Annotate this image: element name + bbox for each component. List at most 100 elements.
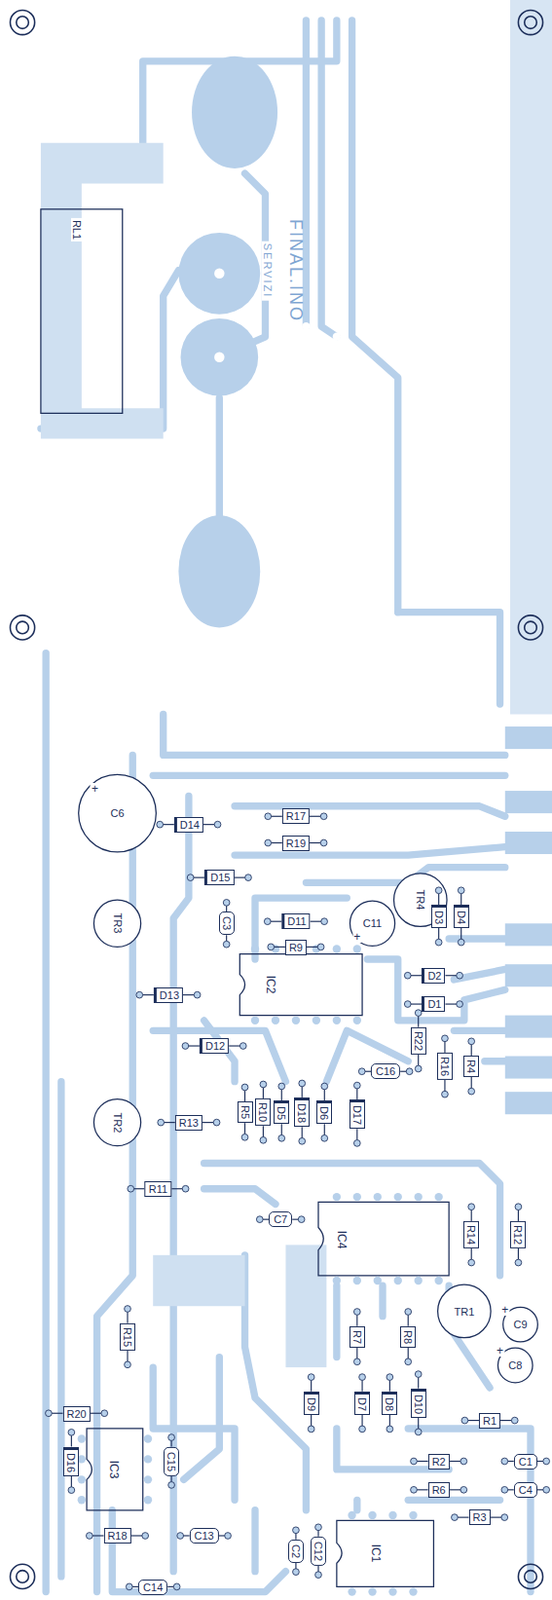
component-lead — [468, 1037, 476, 1045]
component-lead — [407, 1314, 409, 1326]
component-lead — [468, 1419, 480, 1421]
resistor-symbol: R8 — [400, 1325, 416, 1348]
component-lead — [321, 1082, 329, 1090]
component-lead — [353, 1081, 361, 1089]
component-lead — [435, 886, 442, 894]
resistor-symbol: R22 — [410, 1027, 427, 1055]
part-name: TR1 — [451, 1305, 477, 1318]
resistor-symbol: R1 — [478, 1412, 501, 1429]
component-lead — [278, 1134, 286, 1141]
component-lead — [457, 886, 465, 894]
component-lead — [233, 877, 246, 879]
component-lead — [219, 1534, 225, 1536]
component-lead — [389, 1379, 391, 1392]
component-lead — [193, 877, 206, 879]
capacitor-symbol: C12 — [310, 1536, 327, 1566]
component-lead — [511, 1416, 518, 1424]
component-lead — [168, 1434, 176, 1441]
component-lead — [170, 1439, 172, 1446]
component-lead — [460, 1485, 468, 1493]
component-lead — [515, 1258, 522, 1266]
component-lead — [449, 1460, 462, 1462]
resistor-symbol: R16 — [437, 1052, 453, 1080]
component-lead — [92, 1534, 105, 1536]
component-lead — [51, 1412, 64, 1414]
component-lead — [468, 1203, 476, 1211]
component-lead — [270, 842, 283, 844]
component-lead — [293, 1568, 300, 1576]
resistor-symbol: R20 — [63, 1405, 91, 1422]
component-lead — [124, 1361, 132, 1368]
resistor-symbol: R15 — [119, 1323, 136, 1351]
component-lead — [263, 918, 271, 925]
polarity-mark: + — [495, 1344, 505, 1357]
board-logo: SERVIZI — [261, 240, 274, 300]
component-lead — [361, 1414, 363, 1427]
component-lead — [298, 1079, 306, 1087]
component-lead — [273, 946, 286, 948]
component-lead — [267, 943, 275, 951]
component-lead — [315, 1523, 323, 1531]
component-lead — [438, 927, 440, 940]
diode-symbol: D8 — [381, 1391, 398, 1415]
component-lead — [281, 1123, 283, 1136]
component-lead — [449, 1488, 462, 1490]
component-lead — [405, 1067, 413, 1075]
component-lead — [317, 943, 325, 951]
component-lead — [444, 1002, 457, 1004]
component-lead — [358, 1067, 366, 1075]
board-logo: FINAL.INO — [290, 217, 302, 325]
polarity-mark: + — [90, 782, 100, 795]
diode-symbol: D7 — [354, 1391, 370, 1415]
diode-symbol: D15 — [204, 869, 234, 885]
component-lead — [471, 1248, 473, 1260]
component-lead — [168, 1481, 176, 1489]
diode-symbol: D2 — [421, 967, 445, 984]
capacitor-symbol: C16 — [370, 1063, 401, 1079]
resistor-symbol: R11 — [145, 1180, 172, 1197]
diode-symbol: D10 — [410, 1388, 427, 1418]
component-lead — [460, 927, 462, 940]
component-lead — [244, 1122, 246, 1135]
capacitor-symbol: C2 — [288, 1539, 304, 1563]
component-lead — [410, 1457, 418, 1465]
component-lead — [244, 1090, 246, 1103]
component-lead — [239, 1042, 247, 1050]
component-lead — [490, 1516, 503, 1518]
capacitor-symbol: C13 — [189, 1527, 220, 1544]
component-lead — [264, 839, 272, 847]
component-lead — [324, 1089, 326, 1102]
component-lead — [281, 1089, 283, 1102]
component-lead — [468, 1258, 476, 1266]
component-lead — [306, 946, 319, 948]
component-lead — [386, 1373, 394, 1381]
component-lead — [517, 1209, 519, 1221]
component-lead — [416, 1488, 429, 1490]
component-lead — [456, 1000, 464, 1008]
diode-symbol: D3 — [431, 904, 447, 928]
resistor-symbol: R14 — [463, 1220, 479, 1249]
diode-symbol: D14 — [174, 816, 204, 833]
component-lead — [202, 1121, 215, 1123]
capacitor-symbol: C7 — [268, 1211, 293, 1227]
component-lead — [500, 1419, 513, 1421]
component-lead — [157, 1118, 165, 1126]
resistor-symbol: R9 — [285, 939, 307, 956]
component-lead — [101, 1409, 109, 1417]
component-lead — [71, 1435, 73, 1447]
component-lead — [298, 1137, 306, 1144]
component-lead — [125, 1582, 133, 1590]
component-lead — [386, 1425, 394, 1433]
component-lead — [126, 1311, 128, 1324]
component-lead — [517, 1248, 519, 1260]
component-lead — [353, 1308, 361, 1316]
component-lead — [438, 892, 440, 905]
capacitor-symbol: C14 — [138, 1579, 168, 1595]
ic-name: IC4 — [335, 1228, 348, 1252]
part-name: C8 — [506, 1359, 524, 1371]
component-lead — [127, 1184, 135, 1192]
diode-symbol: D5 — [273, 1100, 290, 1124]
resistor-symbol: R19 — [282, 835, 310, 851]
